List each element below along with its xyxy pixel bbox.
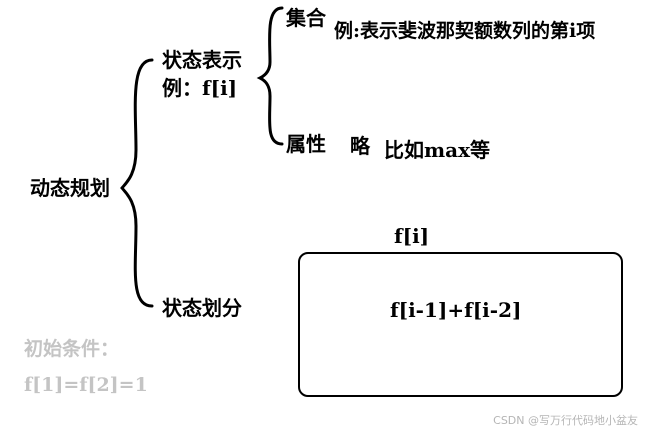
state-repr-brace xyxy=(256,6,284,146)
state-repr-title: 状态表示 xyxy=(162,48,242,72)
set-text: 例:表示斐波那契额数列的第i项 xyxy=(334,20,596,42)
box-title: f[i] xyxy=(394,224,430,248)
set-label: 集合 xyxy=(286,6,326,30)
root-brace xyxy=(120,58,154,308)
transition-box xyxy=(298,252,623,397)
state-split-title: 状态划分 xyxy=(162,296,242,320)
attr-label: 属性 xyxy=(286,132,326,156)
box-formula: f[i-1]+f[i-2] xyxy=(390,298,522,322)
attr-text: 比如max等 xyxy=(384,138,491,162)
state-repr-example: 例：f[i] xyxy=(162,76,238,100)
root-node: 动态规划 xyxy=(30,176,110,200)
watermark: CSDN @写万行代码地小盆友 xyxy=(493,414,638,427)
initial-label: 初始条件： xyxy=(24,338,120,360)
attr-value: 略 xyxy=(350,134,370,158)
initial-value: f[1]=f[2]=1 xyxy=(24,374,148,396)
